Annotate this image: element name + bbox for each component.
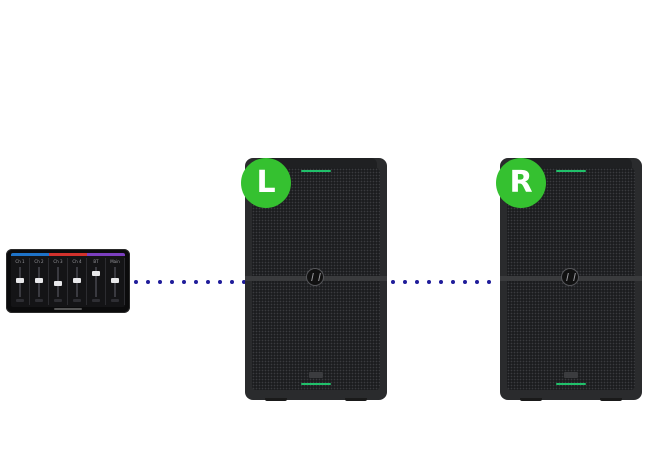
- mixer-channel-strip[interactable]: Ch 2: [30, 258, 49, 305]
- link-dot: [146, 280, 150, 284]
- channel-color-bar: [68, 253, 87, 256]
- link-dot: [230, 280, 234, 284]
- wireless-link-left-to-right: [387, 280, 500, 284]
- channel-badge-right: R: [496, 158, 546, 208]
- channel-label: BT: [93, 259, 99, 264]
- channel-label: Ch 2: [34, 259, 44, 264]
- link-dot: [439, 280, 443, 284]
- channel-mute-button[interactable]: [16, 299, 24, 302]
- channel-color-bar: [11, 253, 30, 256]
- speaker-bottom-led: [556, 383, 586, 385]
- brand-logo-icon: [306, 268, 324, 286]
- mixer-channel-strip[interactable]: Ch 4: [68, 258, 87, 305]
- link-dot: [206, 280, 210, 284]
- fader-handle[interactable]: [73, 278, 81, 283]
- speaker-model-badge: [564, 372, 578, 378]
- speaker-foot: [520, 398, 542, 401]
- link-dot: [242, 280, 246, 284]
- link-dot: [415, 280, 419, 284]
- channel-color-bar: [49, 253, 68, 256]
- mixer-channel-strip[interactable]: Ch 1: [11, 258, 30, 305]
- speaker-foot: [265, 398, 287, 401]
- link-dot: [463, 280, 467, 284]
- fader-handle[interactable]: [111, 278, 119, 283]
- channel-mute-button[interactable]: [35, 299, 43, 302]
- speaker-handle: [255, 158, 377, 168]
- tablet-home-bar: [54, 308, 82, 310]
- channel-mute-button[interactable]: [111, 299, 119, 302]
- speaker-foot: [600, 398, 622, 401]
- brand-logo-icon: [561, 268, 579, 286]
- channel-mute-button[interactable]: [54, 299, 62, 302]
- speaker-foot: [345, 398, 367, 401]
- channel-color-bar: [87, 253, 106, 256]
- tablet-screen[interactable]: Ch 1 Ch 2 Ch 3 Ch 4 BT Main: [11, 253, 125, 307]
- link-dot: [194, 280, 198, 284]
- fader-handle[interactable]: [35, 278, 43, 283]
- speaker-top-led: [556, 170, 586, 172]
- channel-label: Main: [110, 259, 120, 264]
- link-dot: [218, 280, 222, 284]
- mixer-channel-strip[interactable]: Ch 3: [49, 258, 68, 305]
- tablet-mixer[interactable]: Ch 1 Ch 2 Ch 3 Ch 4 BT Main: [6, 249, 130, 313]
- channel-mute-button[interactable]: [73, 299, 81, 302]
- link-dot: [403, 280, 407, 284]
- link-dot: [475, 280, 479, 284]
- link-dot: [487, 280, 491, 284]
- mixer-channel-strip[interactable]: Main: [106, 258, 125, 305]
- speaker-model-badge: [309, 372, 323, 378]
- speaker-handle: [510, 158, 632, 168]
- fader-track: [95, 267, 97, 297]
- speaker-bottom-led: [301, 383, 331, 385]
- link-dot: [170, 280, 174, 284]
- link-dot: [391, 280, 395, 284]
- channel-label: Ch 3: [53, 259, 63, 264]
- link-dot: [134, 280, 138, 284]
- fader-handle[interactable]: [54, 281, 62, 286]
- channel-label: Ch 4: [72, 259, 82, 264]
- link-dot: [158, 280, 162, 284]
- speaker-top-led: [301, 170, 331, 172]
- link-dot: [427, 280, 431, 284]
- fader-handle[interactable]: [16, 278, 24, 283]
- channel-label: Ch 1: [15, 259, 25, 264]
- speaker-left: [245, 158, 387, 401]
- channel-badge-left: L: [241, 158, 291, 208]
- link-dot: [451, 280, 455, 284]
- link-dot: [182, 280, 186, 284]
- mixer-channel-strip[interactable]: BT: [87, 258, 106, 305]
- channel-color-bar: [106, 253, 125, 256]
- channel-mute-button[interactable]: [92, 299, 100, 302]
- channel-color-bar: [30, 253, 49, 256]
- fader-handle[interactable]: [92, 270, 100, 276]
- wireless-link-tablet-to-left: [130, 280, 246, 284]
